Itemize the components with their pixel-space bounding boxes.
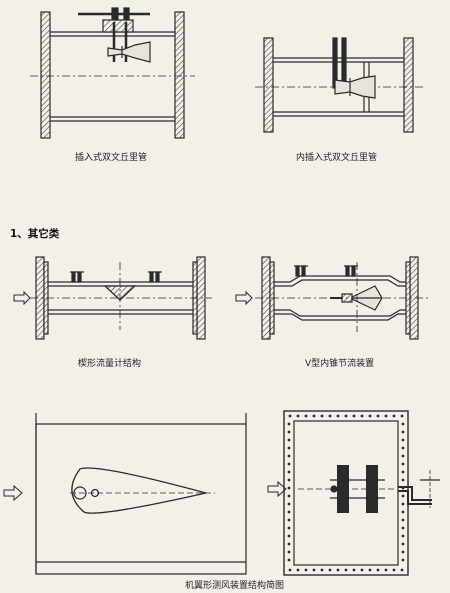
bolt-hole [360, 414, 364, 418]
bolt-hole [401, 430, 405, 434]
caption-fig3: 楔形流量计结构 [78, 359, 142, 369]
fig4-v-cone-device [235, 256, 430, 340]
bolt-hole [344, 568, 348, 572]
bolt-hole [401, 526, 405, 530]
bolt-hole [288, 568, 292, 572]
bolt-hole [384, 568, 388, 572]
bolt-hole [368, 568, 372, 572]
bolt-hole [401, 470, 405, 474]
bolt-hole [287, 454, 291, 458]
bolt-hole [392, 414, 396, 418]
bolt-hole [360, 568, 364, 572]
bolt-hole [312, 568, 316, 572]
bolt-hole [401, 542, 405, 546]
bolt-hole [352, 568, 356, 572]
caption-fig4: V型内锥节流装置 [305, 359, 375, 369]
fig1-insertion-double-venturi [30, 7, 195, 139]
bolt-hole [287, 534, 291, 538]
bolt-hole [288, 414, 292, 418]
bolt-hole [287, 486, 291, 490]
section-heading: 1、其它类 [10, 228, 60, 240]
bolt-hole [344, 414, 348, 418]
bolt-hole [368, 414, 372, 418]
bolt-holes [287, 414, 405, 572]
bolt-hole [320, 414, 324, 418]
bolt-hole [401, 518, 405, 522]
bolt-hole [401, 494, 405, 498]
bolt-hole [287, 542, 291, 546]
bolt-hole [287, 510, 291, 514]
caption-fig5: 机翼形测风装置结构简图 [185, 581, 285, 591]
bolt-hole [376, 414, 380, 418]
bolt-hole [384, 414, 388, 418]
bolt-hole [401, 534, 405, 538]
bolt-hole [400, 414, 404, 418]
bolt-hole [400, 568, 404, 572]
bolt-hole [336, 568, 340, 572]
bolt-hole [401, 438, 405, 442]
bolt-hole [287, 550, 291, 554]
bolt-hole [287, 470, 291, 474]
bolt-hole [287, 430, 291, 434]
bolt-hole [401, 510, 405, 514]
bolt-hole [352, 414, 356, 418]
bolt-hole [296, 414, 300, 418]
bolt-hole [401, 550, 405, 554]
bolt-hole [296, 568, 300, 572]
fig5-airfoil-front-view [267, 410, 440, 576]
bolt-hole [287, 518, 291, 522]
bolt-hole [376, 568, 380, 572]
bolt-hole [401, 478, 405, 482]
bolt-hole [328, 568, 332, 572]
bolt-hole [287, 526, 291, 530]
bolt-hole [287, 438, 291, 442]
bolt-hole [392, 568, 396, 572]
bolt-hole [304, 568, 308, 572]
caption-fig1: 插入式双文丘里管 [75, 153, 148, 163]
bolt-hole [401, 422, 405, 426]
fig3-wedge-flowmeter [13, 256, 212, 340]
bolt-hole [401, 558, 405, 562]
bolt-hole [304, 414, 308, 418]
bolt-hole [287, 494, 291, 498]
bolt-hole [328, 414, 332, 418]
bolt-hole [401, 454, 405, 458]
bolt-hole [320, 568, 324, 572]
bolt-hole [312, 414, 316, 418]
bolt-hole [401, 462, 405, 466]
bolt-hole [287, 502, 291, 506]
bolt-hole [287, 422, 291, 426]
bolt-hole [401, 502, 405, 506]
bolt-hole [287, 478, 291, 482]
bolt-hole [336, 414, 340, 418]
caption-fig2: 内插入式双文丘里管 [296, 153, 378, 163]
bolt-hole [401, 446, 405, 450]
fig5-airfoil-side-view [3, 413, 247, 575]
bolt-hole [287, 462, 291, 466]
fig1-right-flange [174, 11, 185, 139]
fig1-left-flange [40, 11, 51, 139]
bolt-hole [287, 446, 291, 450]
fig2-inner-insertion-double-venturi [255, 37, 425, 133]
bolt-hole [287, 558, 291, 562]
